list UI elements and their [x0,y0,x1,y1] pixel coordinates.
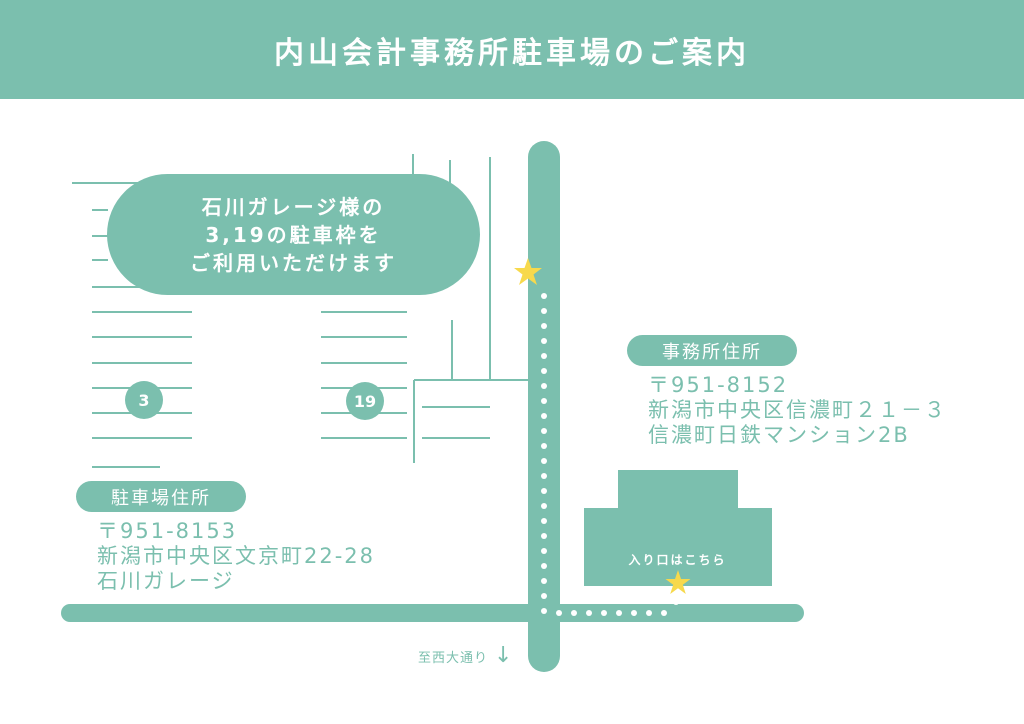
page-title: 内山会計事務所駐車場のご案内 [274,35,750,71]
star-icon [665,570,691,594]
office-postal-code: 〒951-8152 [648,373,789,397]
note-line-1: 石川ガレージ様の [201,194,386,219]
note-line-2: 3,19の駐車枠を [205,222,382,247]
office-building [584,470,772,586]
parking-postal-code: 〒951-8153 [97,519,238,543]
parking-lot-name: 石川ガレージ [97,569,235,593]
parking-space-19-marker: 19 [346,382,384,420]
direction-label: 至西大通り [418,650,489,666]
office-address-label: 事務所住所 [627,335,797,366]
note-line-3: ご利用いただけます [190,250,397,275]
header-bar: 内山会計事務所駐車場のご案内 [0,0,1024,99]
entrance-label: 入り口はこちら [628,552,727,567]
direction-indicator: 至西大通り ↓ [418,643,514,668]
arrow-down-icon: ↓ [494,643,514,668]
parking-street-address: 新潟市中央区文京町22-28 [97,544,376,568]
route-dots [541,293,679,616]
star-icon [514,258,542,285]
parking-address-label: 駐車場住所 [76,481,246,512]
parking-address-block: 〒951-8153 新潟市中央区文京町22-28 石川ガレージ [97,519,375,594]
parking-note-bubble: 石川ガレージ様の 3,19の駐車枠を ご利用いただけます [107,174,480,295]
office-street-address: 新潟市中央区信濃町２１－３ [648,398,947,422]
office-building-name: 信濃町日鉄マンション2B [648,423,910,447]
parking-space-3-marker: 3 [125,381,163,419]
office-address-block: 〒951-8152 新潟市中央区信濃町２１－３ 信濃町日鉄マンション2B [648,373,947,448]
